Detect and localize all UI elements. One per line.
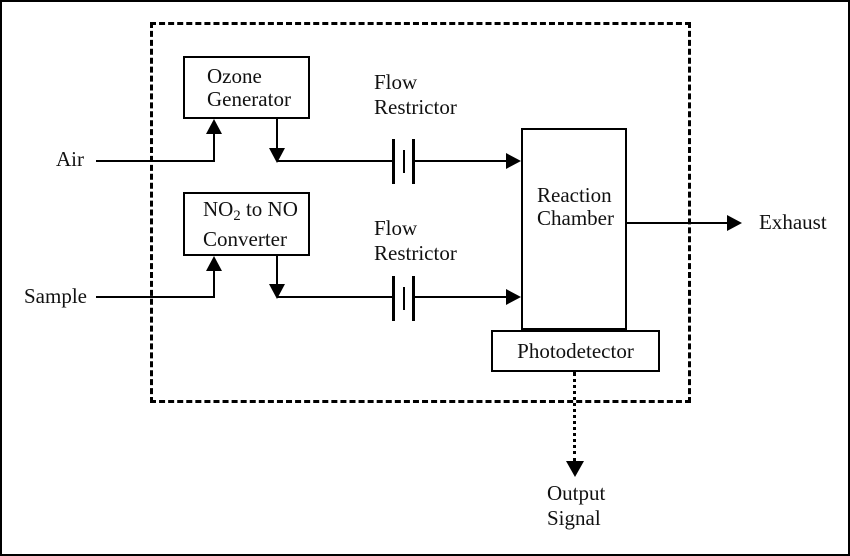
flow-restrictor-1-left-plate [392, 139, 395, 184]
photodetector-box: Photodetector [491, 330, 660, 372]
flow-restrictor-1-center-plate [403, 150, 405, 173]
arrowhead-into-converter [206, 256, 222, 271]
output-signal-label: Output Signal [547, 481, 605, 531]
photodetector-label: Photodetector [517, 338, 634, 363]
sample-inlet-line [96, 296, 215, 298]
sample-to-converter-line [213, 267, 215, 298]
ozone-to-chamber-line [415, 160, 507, 162]
flow-restrictor-1-label-line2: Restrictor [374, 95, 457, 119]
reaction-chamber-label-line2: Chamber [537, 206, 614, 230]
flow-restrictor-1-right-plate [412, 139, 415, 184]
converter-label-line2: Converter [203, 226, 287, 251]
flow-restrictor-2-left-plate [392, 276, 395, 321]
converter-outlet-line [276, 256, 278, 286]
flow-restrictor-2-label-line2: Restrictor [374, 241, 457, 265]
arrowhead-ozone-into-chamber [506, 153, 521, 169]
sample-to-chamber-line [415, 296, 507, 298]
output-signal-label-line2: Signal [547, 506, 601, 530]
ozone-generator-label-line2: Generator [207, 86, 291, 111]
ozone-flow-line [277, 160, 394, 162]
flow-restrictor-2-label-line1: Flow [374, 216, 418, 240]
arrowhead-exhaust [727, 215, 742, 231]
converter-formula-rest: to NO [240, 196, 298, 221]
flow-restrictor-1-label: Flow Restrictor [374, 70, 457, 120]
exhaust-line [627, 222, 728, 224]
exhaust-label: Exhaust [759, 210, 827, 234]
reaction-chamber-label-line1: Reaction [537, 183, 612, 207]
flow-restrictor-2-label: Flow Restrictor [374, 216, 457, 266]
arrowhead-into-ozone-generator [206, 119, 222, 134]
arrowhead-ozone-down [269, 148, 285, 163]
sample-flow-line [277, 296, 394, 298]
sample-input-label: Sample [24, 284, 87, 308]
air-to-ozone-line [213, 130, 215, 162]
flow-restrictor-1-label-line1: Flow [374, 70, 418, 94]
output-signal-dotted-line [573, 372, 576, 462]
output-signal-label-line1: Output [547, 481, 606, 505]
converter-label-line1: NO2 to NO [203, 196, 308, 228]
air-input-label: Air [56, 147, 84, 171]
arrowhead-converter-down [269, 284, 285, 299]
reaction-chamber-box: Reaction Chamber [521, 128, 627, 330]
no2-to-no-converter-box: NO2 to NO Converter [183, 192, 310, 256]
flow-restrictor-2-right-plate [412, 276, 415, 321]
air-inlet-line [96, 160, 215, 162]
converter-formula-subscript: 2 [233, 207, 241, 224]
converter-formula-base: NO [203, 196, 234, 221]
ozone-generator-box: Ozone Generator [183, 56, 310, 119]
arrowhead-sample-into-chamber [506, 289, 521, 305]
ozone-outlet-line [276, 119, 278, 150]
arrowhead-output-signal [566, 461, 584, 477]
flow-restrictor-2-center-plate [403, 287, 405, 310]
instrument-enclosure-dashed-box [150, 22, 691, 403]
ozone-generator-label-line1: Ozone [207, 63, 262, 88]
